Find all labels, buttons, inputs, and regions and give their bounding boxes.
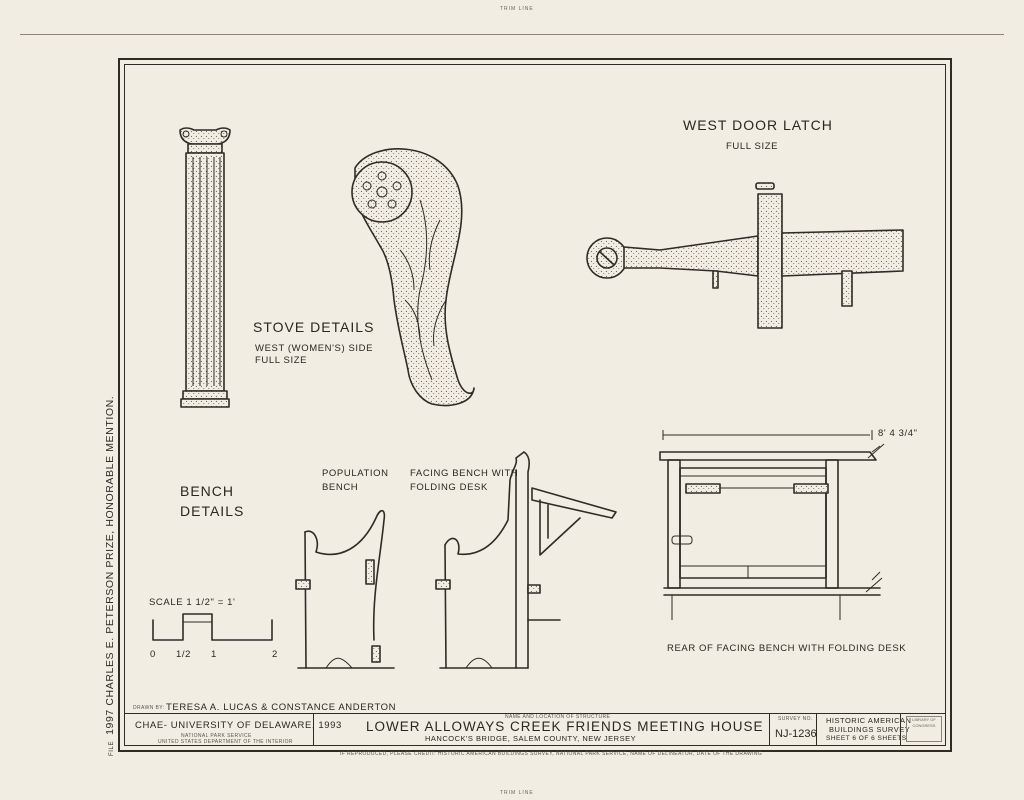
facing-bench-drawing — [435, 451, 617, 669]
title-block-top-rule — [124, 713, 946, 714]
title-block-divider-1 — [313, 713, 314, 746]
stove-details-sub2: FULL SIZE — [255, 355, 308, 366]
dimension-label: 8' 4 3/4" — [878, 428, 918, 439]
rear-bench-drawing — [659, 430, 885, 620]
rear-bench-caption: REAR OF FACING BENCH WITH FOLDING DESK — [667, 643, 907, 654]
facing-bench-label-1: FACING BENCH WITH — [410, 468, 519, 479]
scale-tick-1: 1 — [211, 649, 217, 660]
sheet-border-outer — [118, 58, 952, 752]
org-name: CHAE- UNIVERSITY OF DELAWARE, 1993 — [135, 720, 342, 731]
title-block-divider-3 — [816, 713, 817, 746]
scale-tick-2: 2 — [272, 649, 278, 660]
name-location-label: NAME AND LOCATION OF STRUCTURE — [505, 714, 611, 720]
scale-bar-drawing — [152, 613, 273, 641]
trim-mark-top — [20, 34, 1004, 35]
facing-bench-label-2: FOLDING DESK — [410, 482, 488, 493]
scale-tick-half: 1/2 — [176, 649, 192, 660]
trim-line-bottom: TRIM LINE — [500, 790, 534, 796]
stove-details-title: STOVE DETAILS — [253, 319, 375, 335]
habs-line-1: HISTORIC AMERICAN — [826, 716, 912, 725]
title-block-divider-4 — [900, 713, 901, 746]
west-door-latch-title: WEST DOOR LATCH — [683, 117, 833, 133]
structure-location: HANCOCK'S BRIDGE, SALEM COUNTY, NEW JERS… — [425, 734, 637, 743]
scale-label: SCALE 1 1/2" = 1' — [149, 597, 236, 608]
population-bench-label-1: POPULATION — [322, 468, 389, 479]
reproduction-credit: IF REPRODUCED, PLEASE CREDIT: HISTORIC A… — [340, 751, 763, 757]
west-door-latch-sub: FULL SIZE — [726, 141, 779, 152]
bench-details-title-2: DETAILS — [180, 503, 245, 519]
population-bench-drawing — [295, 509, 395, 669]
survey-number: NJ-1236 — [775, 728, 817, 740]
stove-column-drawing — [179, 127, 231, 408]
survey-label: SURVEY NO. — [778, 716, 813, 722]
habs-line-2: BUILDINGS SURVEY — [829, 725, 911, 734]
org-sub2: UNITED STATES DEPARTMENT OF THE INTERIOR — [158, 739, 293, 745]
population-bench-label-2: BENCH — [322, 482, 359, 493]
org-sub1: NATIONAL PARK SERVICE — [181, 733, 252, 739]
library-stamp: LIBRARY OF CONGRESS — [906, 716, 942, 742]
drawn-by: TERESA A. LUCAS & CONSTANCE ANDERTON — [166, 702, 397, 713]
sheet-border-inner — [124, 64, 946, 746]
door-latch-drawing — [586, 182, 904, 329]
trim-line-top: TRIM LINE — [500, 6, 534, 12]
structure-name: LOWER ALLOWAYS CREEK FRIENDS MEETING HOU… — [366, 719, 764, 734]
bench-details-title-1: BENCH — [180, 483, 235, 499]
title-block-divider-2 — [769, 713, 770, 746]
scale-tick-0: 0 — [150, 649, 156, 660]
stove-details-sub1: WEST (WOMEN'S) SIDE — [255, 343, 374, 354]
stove-acanthus-drawing — [351, 148, 475, 407]
drawn-by-label: DRAWN BY: — [133, 705, 165, 711]
sheet-number: SHEET 6 OF 6 SHEETS — [826, 735, 907, 742]
